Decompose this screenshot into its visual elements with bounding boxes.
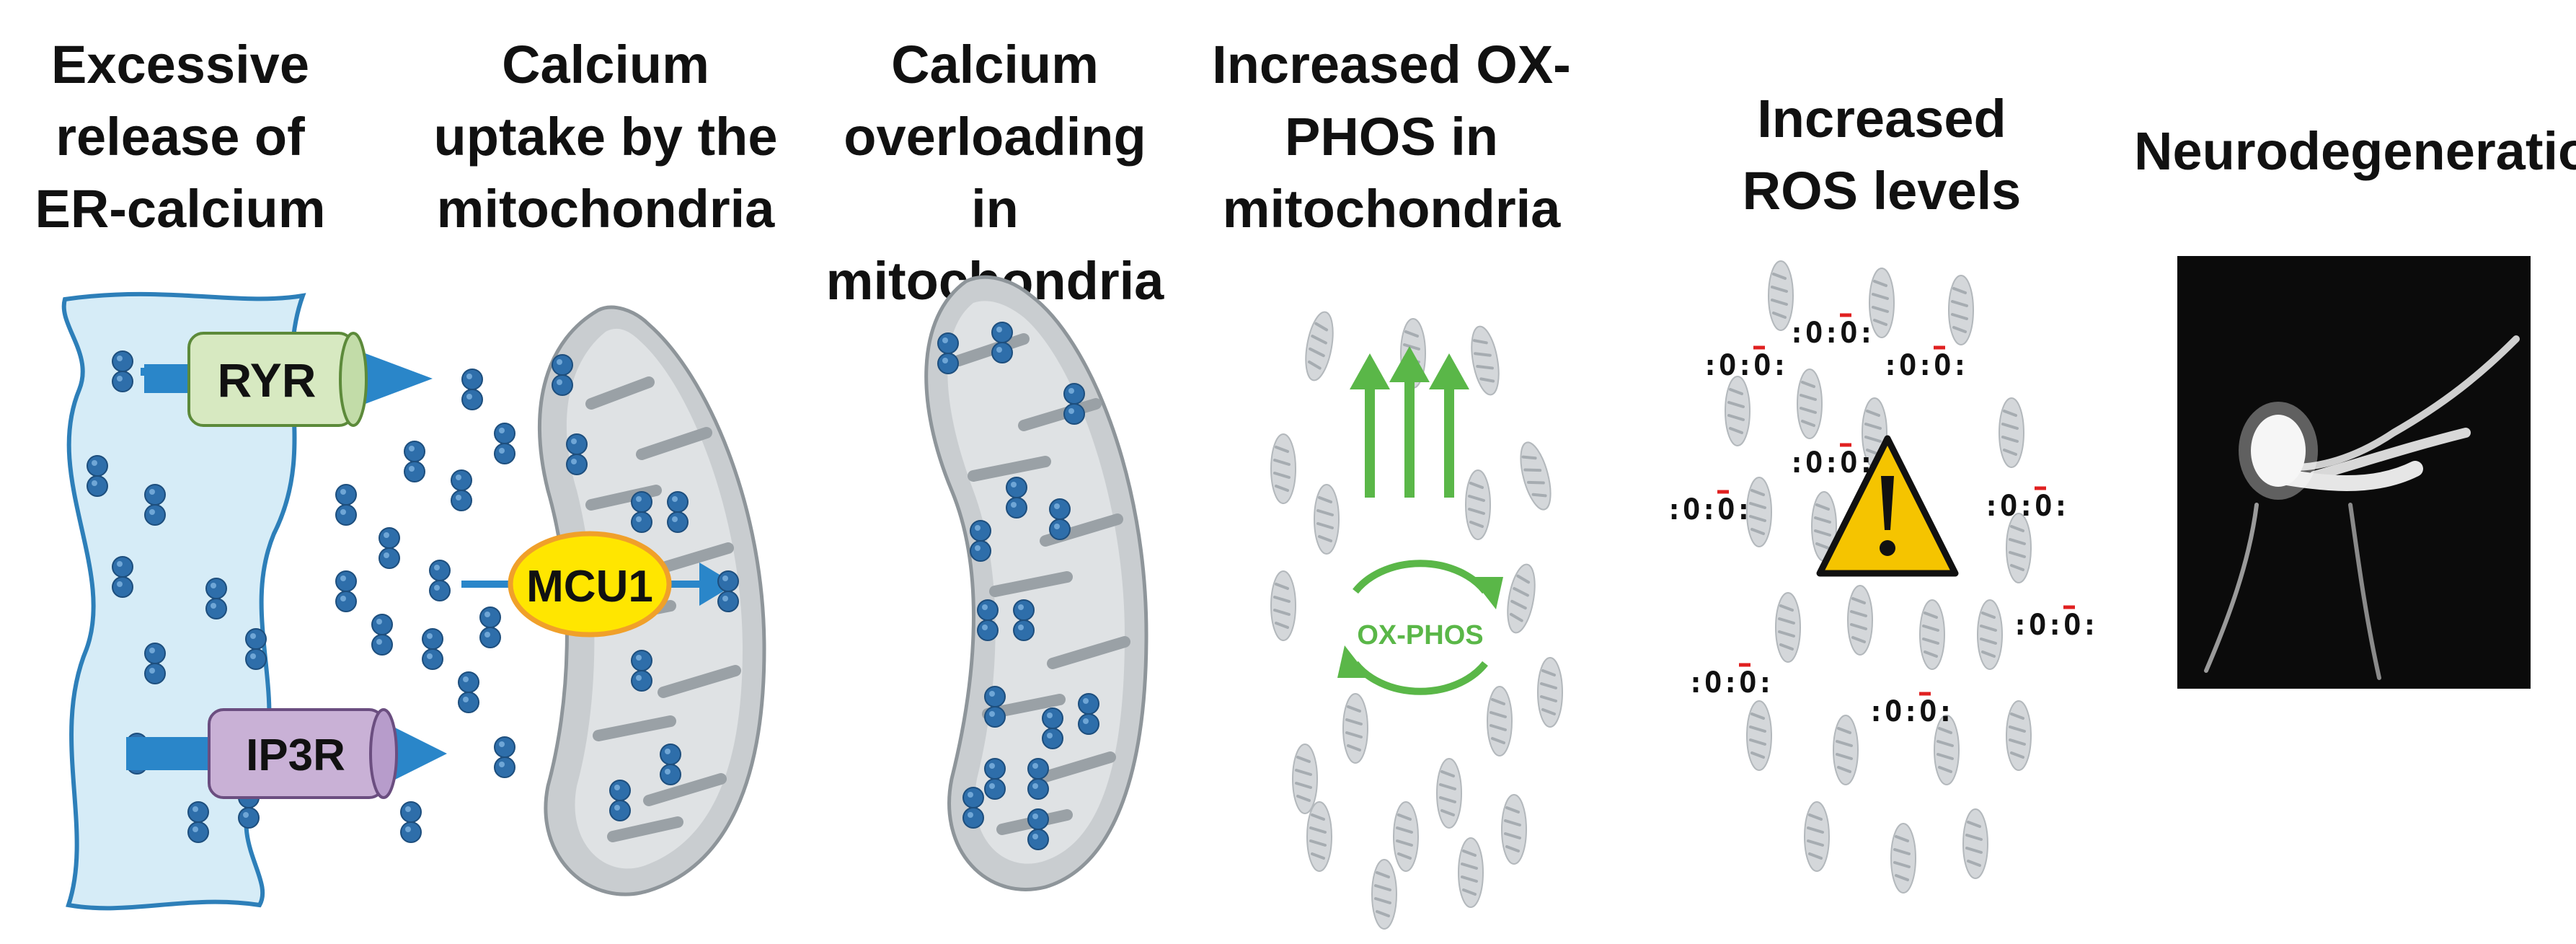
ros-molecule: :O:O: (1701, 349, 1788, 382)
mcu1-transporter: MCU1 (461, 531, 739, 638)
step5-heading-line1: Increased (1757, 89, 2006, 149)
mitochondrion-overloaded (924, 275, 1148, 891)
warning-icon (1816, 435, 1959, 577)
ros-molecule: :O:O: (1687, 666, 1774, 700)
step4-heading-line2: PHOS in (1284, 107, 1499, 167)
neuron-micrograph (2177, 256, 2531, 689)
step1-heading-line2: release of (56, 107, 305, 167)
step4-heading-line1: Increased OX- (1212, 35, 1571, 94)
ros-molecule: :O:O: (1788, 446, 1875, 480)
ros-molecules: :O:O: :O:O: :O:O: :O:O: :O:O: :O:O: :O:O… (1665, 317, 2098, 728)
oxphos-mitochondria-field (1270, 308, 1564, 930)
step1-heading-line3: ER-calcium (35, 179, 326, 239)
step4-heading-line3: mitochondria (1222, 179, 1561, 239)
ros-molecule: :O:O: (1867, 695, 1954, 728)
ros-molecule: :O:O: (1788, 317, 1875, 350)
oxphos-cycle: OX-PHOS (1337, 560, 1503, 695)
step2-heading-line1: Calcium (502, 35, 709, 94)
step1-heading-line1: Excessive (50, 35, 309, 94)
step2-heading-line3: mitochondria (436, 179, 775, 239)
step5-heading-line2: ROS levels (1742, 161, 2022, 221)
step6-heading-line1: Neurodegeneration (2134, 121, 2576, 181)
mcu1-label: MCU1 (526, 562, 653, 612)
ip3r-channel: IP3R (126, 708, 447, 799)
ros-charge-marks (1717, 313, 2075, 696)
step4-heading: Increased OX- PHOS in mitochondria (1211, 29, 1572, 245)
oxphos-label: OX-PHOS (1357, 620, 1483, 650)
step3-heading-line1: Calcium (891, 35, 1099, 94)
ryr-channel: RYR (141, 332, 433, 427)
step5-heading: Increased ROS levels (1730, 83, 2033, 227)
ros-molecule: :O:O: (2011, 609, 2098, 642)
increase-arrows (1350, 346, 1469, 498)
ryr-label: RYR (218, 353, 317, 407)
step3-heading-line2: overloading in (844, 107, 1146, 239)
ros-molecule: :O:O: (1882, 349, 1968, 382)
ros-molecule: :O:O: (1983, 490, 2069, 523)
step2-heading-line2: uptake by the (433, 107, 778, 167)
step6-heading: Neurodegeneration (2134, 115, 2576, 188)
ip3r-label: IP3R (246, 731, 345, 780)
step2-heading: Calcium uptake by the mitochondria (418, 29, 793, 245)
ros-molecule: :O:O: (1665, 493, 1752, 526)
step1-heading: Excessive release of ER-calcium (29, 29, 332, 245)
